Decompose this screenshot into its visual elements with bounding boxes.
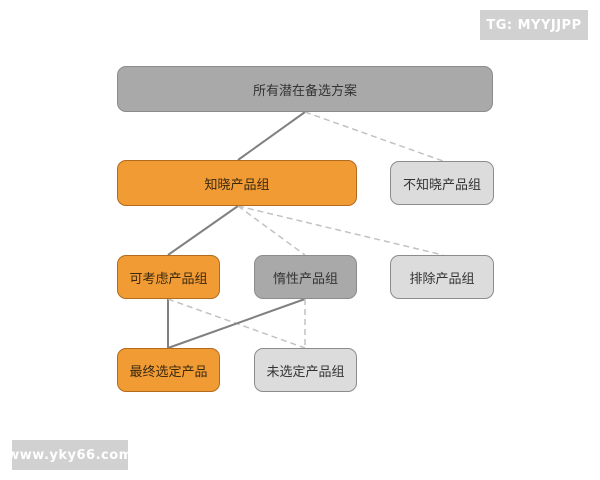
watermark-bottom-left: www.yky66.com <box>7 440 132 470</box>
node-considered: 可考虑产品组 <box>117 255 220 299</box>
edge-aware-to-excluded <box>237 205 444 256</box>
node-unaware-label: 不知晓产品组 <box>402 177 481 193</box>
node-inert: 惰性产品组 <box>254 255 357 299</box>
node-considered-label: 可考虑产品组 <box>129 271 208 287</box>
edge-inert-to-final <box>167 298 306 349</box>
node-not-chosen-label: 未选定产品组 <box>266 364 345 380</box>
watermark-bottom-left-text: www.yky66.com <box>7 447 133 463</box>
node-final-choice-label: 最终选定产品 <box>129 364 208 380</box>
edge-all-to-unaware <box>304 111 444 162</box>
node-aware: 知晓产品组 <box>117 160 357 206</box>
watermark-top-right: TG: MYYJJPP <box>480 10 588 40</box>
edge-aware-to-inert <box>237 205 306 256</box>
edge-aware-to-considered <box>167 205 239 256</box>
node-aware-label: 知晓产品组 <box>204 177 270 193</box>
node-inert-label: 惰性产品组 <box>272 271 338 287</box>
node-not-chosen: 未选定产品组 <box>254 348 357 392</box>
node-final-choice: 最终选定产品 <box>117 348 220 392</box>
watermark-top-right-text: TG: MYYJJPP <box>486 17 582 33</box>
node-all-candidates-label: 所有潜在备选方案 <box>252 83 357 99</box>
edge-all-to-aware <box>237 111 306 161</box>
node-excluded-label: 排除产品组 <box>409 271 475 287</box>
node-all-candidates: 所有潜在备选方案 <box>117 66 493 112</box>
node-unaware: 不知晓产品组 <box>390 161 494 205</box>
node-excluded: 排除产品组 <box>390 255 494 299</box>
